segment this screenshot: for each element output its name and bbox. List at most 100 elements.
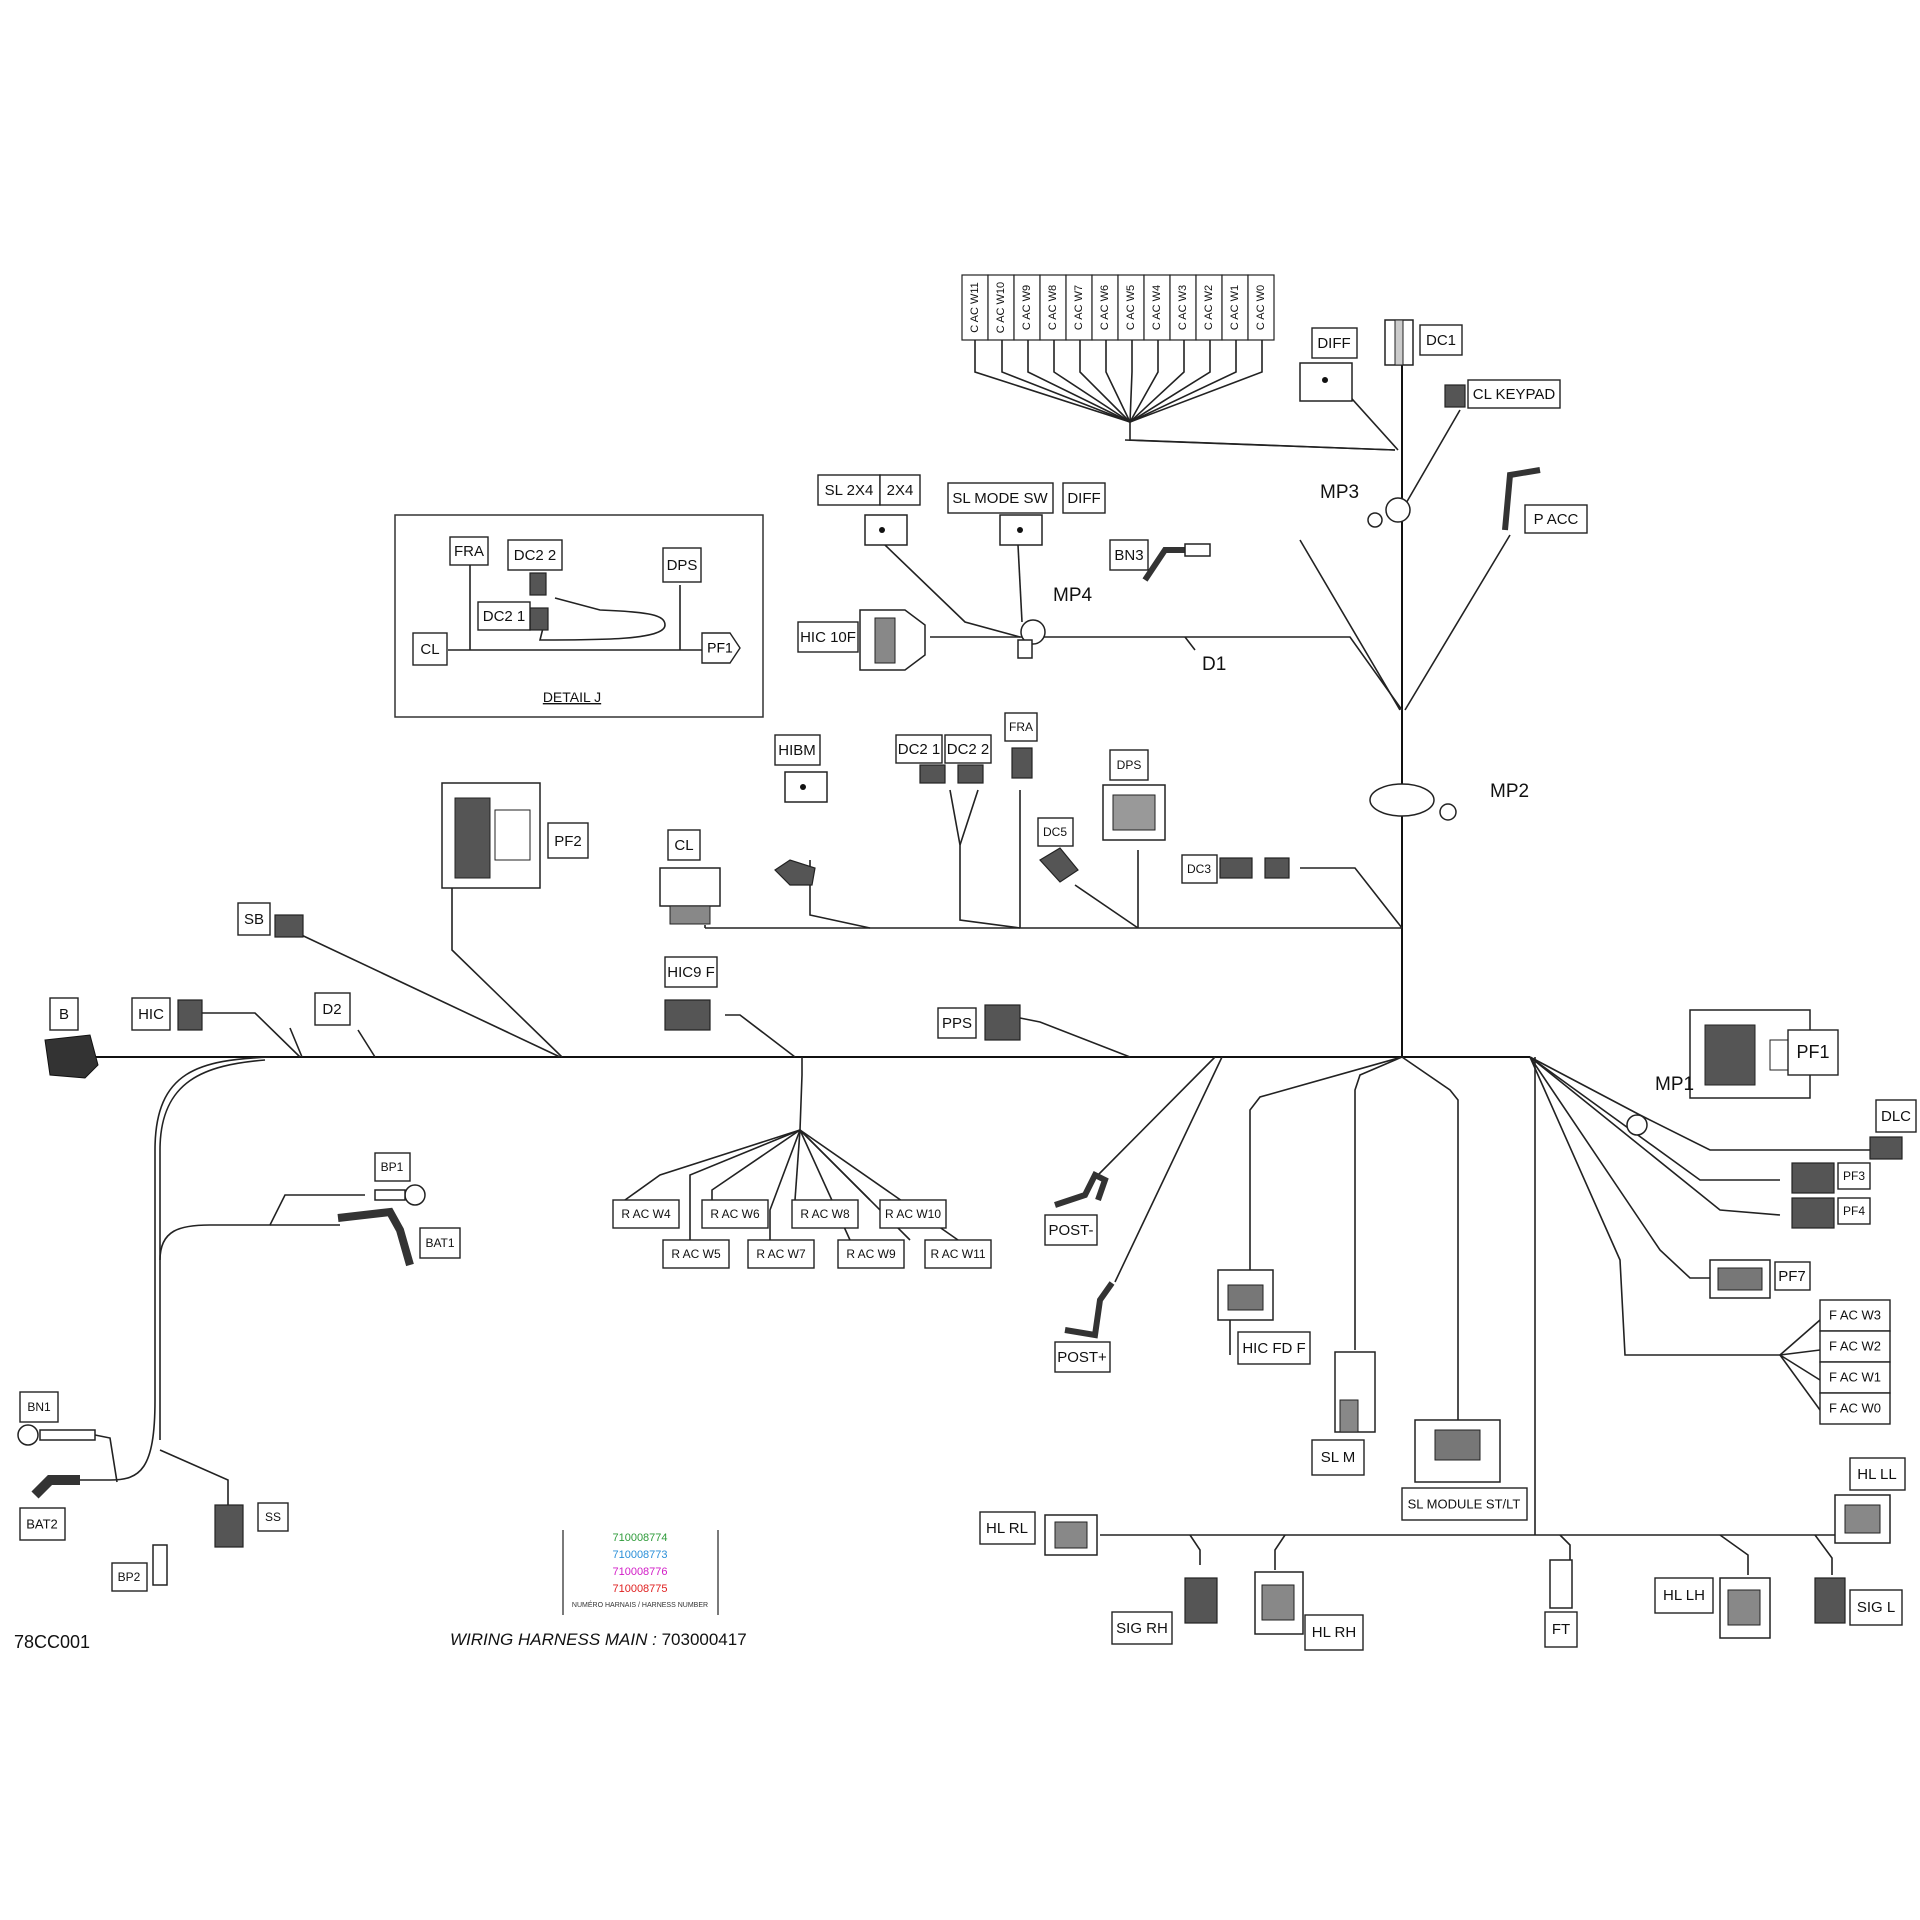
- mp1-label: MP1: [1655, 1074, 1694, 1095]
- svg-text:D2: D2: [322, 1001, 341, 1018]
- sl-m-label: SL M: [1311, 1439, 1365, 1476]
- svg-text:DIFF: DIFF: [1067, 490, 1100, 507]
- svg-text:DC2 1: DC2 1: [898, 741, 941, 758]
- p-acc-terminal-icon: [1502, 467, 1541, 531]
- bp1-terminal-icon: [404, 1184, 426, 1206]
- bn1-label: BN1: [19, 1391, 59, 1423]
- fra-connector-icon: [1011, 747, 1033, 779]
- harness-number-3: 710008776: [612, 1566, 667, 1578]
- c-ac-label-7: C AC W4: [1143, 274, 1171, 341]
- svg-text:R AC W4: R AC W4: [621, 1207, 671, 1221]
- sig-rh-label: SIG RH: [1111, 1611, 1173, 1645]
- svg-text:DC2 1: DC2 1: [483, 608, 526, 625]
- f-ac-label-2: F AC W1: [1819, 1361, 1891, 1394]
- svg-text:HIC: HIC: [138, 1006, 164, 1023]
- svg-text:R AC W7: R AC W7: [756, 1247, 806, 1261]
- sig-rh-connector-icon: [1184, 1577, 1218, 1624]
- svg-text:DIFF: DIFF: [1317, 335, 1350, 352]
- detail-j-panel: FRA DC2 2 DPS DC2 1 CL PF1 DETAIL J: [394, 514, 764, 718]
- hl-rl-label: HL RL: [979, 1511, 1036, 1545]
- svg-text:SS: SS: [265, 1510, 281, 1524]
- p-acc-label: P ACC: [1524, 504, 1588, 534]
- pf4-connector-icon: [1791, 1197, 1835, 1229]
- pf1-label: PF1: [1787, 1029, 1839, 1076]
- bn3-label: BN3: [1109, 539, 1149, 571]
- harness-number-caption: NUMÉRO HARNAIS / HARNESS NUMBER: [572, 1600, 708, 1609]
- r-ac-bot-label-2: R AC W9: [837, 1239, 905, 1269]
- sig-l-label: SIG L: [1849, 1589, 1903, 1626]
- bn1-terminal-icon: [17, 1424, 39, 1446]
- c-ac-label-3: C AC W8: [1039, 274, 1067, 341]
- svg-text:C AC W2: C AC W2: [1203, 285, 1215, 330]
- pf3-label: PF3: [1837, 1162, 1871, 1190]
- svg-text:C AC W10: C AC W10: [995, 282, 1007, 333]
- ft-label: FT: [1544, 1611, 1578, 1648]
- dc3-connector-icon: [1219, 857, 1253, 879]
- c-ac-label-1: C AC W10: [987, 274, 1015, 341]
- harness-number-2: 710008773: [612, 1549, 667, 1561]
- mp1-clip-icon: [1626, 1114, 1648, 1136]
- svg-text:SL M: SL M: [1321, 1449, 1355, 1466]
- cl-keypad-connector-icon: [1444, 384, 1466, 408]
- sl-mode-sw-label: SL MODE SW: [947, 482, 1054, 514]
- dc2-2-label: DC2 2: [944, 734, 992, 764]
- drawing-title-prefix: WIRING HARNESS MAIN :: [450, 1630, 662, 1649]
- dc1-label: DC1: [1419, 324, 1463, 356]
- f-ac-label-1: F AC W2: [1819, 1330, 1891, 1363]
- hic-fd-f-label: HIC FD F: [1237, 1331, 1311, 1365]
- svg-text:FRA: FRA: [1009, 720, 1033, 734]
- hic9-f-connector-icon: [664, 999, 711, 1031]
- dps-label: DPS: [1109, 749, 1149, 781]
- dc3-label: DC3: [1181, 854, 1218, 884]
- r-ac-top-label-1: R AC W6: [701, 1199, 769, 1229]
- bp2-label: BP2: [111, 1562, 148, 1592]
- svg-text:2X4: 2X4: [887, 482, 914, 499]
- ft-connector-icon: [1549, 1559, 1573, 1609]
- c-ac-label-8: C AC W3: [1169, 274, 1197, 341]
- svg-text:C AC W1: C AC W1: [1229, 285, 1241, 330]
- drawing-part-number: 703000417: [662, 1630, 747, 1649]
- svg-text:C AC W5: C AC W5: [1125, 285, 1137, 330]
- c-ac-label-11: C AC W0: [1247, 274, 1275, 341]
- mp2-label: MP2: [1490, 781, 1529, 802]
- sl-2x4-connector-icon: [864, 514, 908, 546]
- harness-number-4: 710008775: [612, 1583, 667, 1595]
- b-label: B: [49, 997, 79, 1031]
- svg-text:PF4: PF4: [1843, 1204, 1865, 1218]
- detail-fra-label: FRA: [449, 536, 489, 566]
- diff-top-label: DIFF: [1311, 327, 1358, 359]
- dc2-1-connector-icon: [919, 764, 946, 784]
- svg-text:C AC W0: C AC W0: [1255, 285, 1267, 330]
- pf2-label: PF2: [547, 822, 589, 859]
- hic-10f-label: HIC 10F: [797, 621, 859, 653]
- r-ac-bot-label-0: R AC W5: [662, 1239, 730, 1269]
- svg-text:BAT1: BAT1: [425, 1236, 454, 1250]
- mp4-clip-icon: [1020, 619, 1046, 645]
- svg-text:FRA: FRA: [454, 543, 484, 560]
- 2x4-label: 2X4: [879, 474, 921, 506]
- hibm-label: HIBM: [774, 734, 821, 766]
- cl-keypad-label: CL KEYPAD: [1467, 379, 1561, 409]
- r-ac-top-label-3: R AC W10: [879, 1199, 947, 1229]
- bat1-terminal-icon: [337, 1207, 414, 1267]
- sl-module-label: SL MODULE ST/LT: [1401, 1487, 1528, 1521]
- drawing-code: 78CC001: [14, 1632, 90, 1652]
- svg-text:DC2 2: DC2 2: [947, 741, 990, 758]
- c-ac-label-2: C AC W9: [1013, 274, 1041, 341]
- c-ac-label-6: C AC W5: [1117, 274, 1145, 341]
- c-ac-label-4: C AC W7: [1065, 274, 1093, 341]
- pf4-label: PF4: [1837, 1197, 1871, 1225]
- sig-l-connector-icon: [1814, 1577, 1846, 1624]
- svg-text:SB: SB: [244, 911, 264, 928]
- svg-text:C AC W11: C AC W11: [969, 282, 981, 333]
- bp1-label: BP1: [374, 1152, 411, 1182]
- dlc-label: DLC: [1875, 1099, 1917, 1133]
- svg-text:PF7: PF7: [1778, 1268, 1806, 1285]
- svg-text:HIC 10F: HIC 10F: [800, 629, 856, 646]
- hl-rh-label: HL RH: [1304, 1614, 1364, 1651]
- svg-text:DC3: DC3: [1187, 862, 1211, 876]
- detail-dc2-2-label: DC2 2: [507, 539, 563, 571]
- f-ac-label-0: F AC W3: [1819, 1299, 1891, 1332]
- harness-number-1: 710008774: [612, 1532, 667, 1544]
